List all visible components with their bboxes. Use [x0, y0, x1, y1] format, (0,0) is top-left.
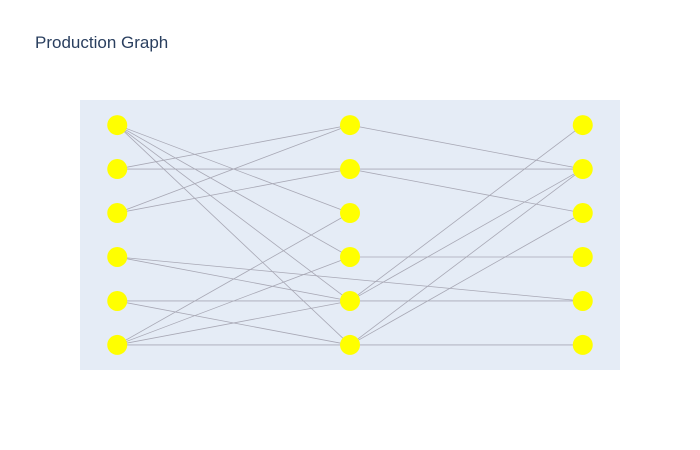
edge-L2-M1: [117, 168, 351, 214]
edge-M4-R1: [349, 168, 583, 302]
edge-M0-R1: [349, 124, 583, 170]
edge-L3-R4: [117, 256, 583, 302]
node-R2[interactable]: [572, 203, 593, 224]
node-R3[interactable]: [572, 246, 593, 267]
edge-L5-M4: [117, 300, 351, 346]
chart-title: Production Graph: [35, 33, 169, 52]
plot-background: [80, 100, 620, 370]
node-R0[interactable]: [572, 115, 593, 136]
edge-R0-M4: [349, 124, 583, 302]
node-R4[interactable]: [572, 290, 593, 311]
edge-M5-R2: [349, 212, 583, 346]
node-L2[interactable]: [107, 203, 128, 224]
edge-M1-R2: [349, 168, 583, 214]
edge-M5-R1: [349, 168, 583, 346]
node-L3[interactable]: [107, 246, 128, 267]
node-M1[interactable]: [340, 159, 360, 180]
edge-L5-M2: [117, 212, 351, 346]
nodes-layer: [107, 115, 593, 355]
node-L1[interactable]: [107, 159, 128, 180]
node-R5[interactable]: [572, 334, 593, 355]
edge-L2-M0: [117, 124, 351, 214]
node-M3[interactable]: [340, 246, 360, 267]
node-M5[interactable]: [340, 334, 360, 355]
node-M4[interactable]: [340, 290, 360, 311]
node-M2[interactable]: [340, 203, 360, 224]
edges-layer: [116, 124, 583, 346]
node-L0[interactable]: [107, 115, 128, 136]
node-R1[interactable]: [572, 159, 593, 180]
edge-L1-M0: [117, 124, 351, 170]
node-L5[interactable]: [107, 334, 128, 355]
node-M0[interactable]: [340, 115, 360, 136]
edge-L5-M3: [117, 256, 351, 346]
node-L4[interactable]: [107, 290, 128, 311]
